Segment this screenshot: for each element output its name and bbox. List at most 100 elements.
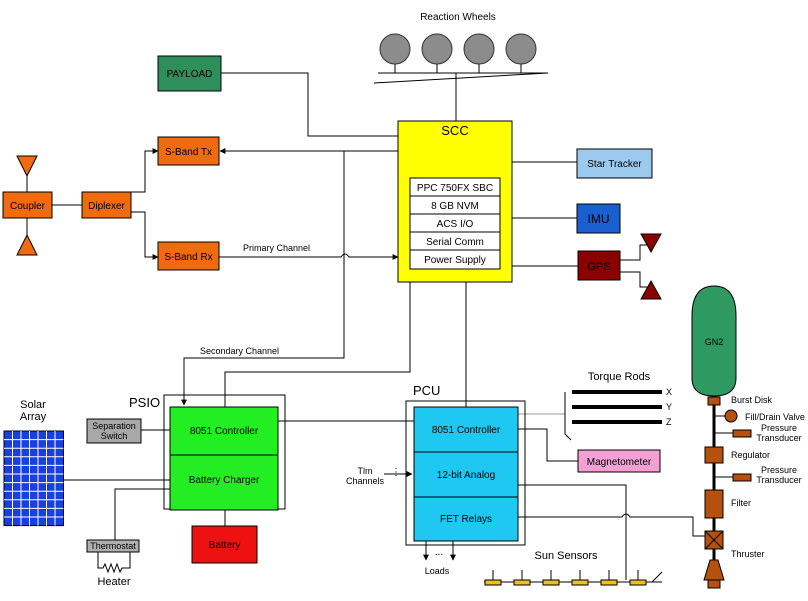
gps-antenna-icon: [640, 233, 662, 254]
svg-text:Coupler: Coupler: [10, 201, 46, 212]
pcu-label: PCU: [413, 383, 440, 398]
sun-sensors-label: Sun Sensors: [535, 550, 598, 562]
torque-rod-bracket: [564, 392, 572, 441]
propulsion-system: GN2 Burst Disk Fill/Drain Valve Pressure…: [691, 285, 805, 589]
svg-text:Regulator: Regulator: [731, 450, 770, 460]
filter: [704, 489, 724, 519]
sun-sensor: [484, 570, 502, 586]
connection-lines: [26, 72, 705, 583]
antenna-icon: [16, 233, 38, 256]
svg-text:S-Band Tx: S-Band Tx: [165, 147, 212, 158]
svg-text:Burst Disk: Burst Disk: [731, 395, 773, 405]
gps-box[interactable]: GPS: [577, 250, 621, 281]
star-tracker-box[interactable]: Star Tracker: [576, 148, 653, 179]
psio-battery-charger: Battery Charger: [189, 475, 260, 486]
tlm-ellipsis: ⋮: [391, 467, 401, 478]
pcu-fet-relays: FET Relays: [440, 514, 492, 525]
sun-sensor: [600, 570, 618, 586]
svg-text:Magnetometer: Magnetometer: [587, 457, 652, 468]
svg-text:Z: Z: [666, 417, 672, 427]
psio-controller: 8051 Controller: [190, 426, 259, 437]
scc-module: Power Supply: [424, 255, 486, 266]
torque-rod-z: [572, 420, 662, 424]
svg-text:IMU: IMU: [588, 212, 610, 226]
sband-tx-box[interactable]: S-Band Tx: [157, 136, 220, 166]
pcu-frame: [405, 400, 526, 546]
heater-resistor: [97, 552, 131, 574]
reaction-wheel: [505, 33, 537, 65]
scc-module: 8 GB NVM: [431, 201, 479, 212]
sun-sensors: [484, 570, 647, 586]
fill-drain-valve: [724, 409, 738, 423]
pcu-controller: 8051 Controller: [432, 425, 501, 436]
gn2-tank: [691, 285, 737, 397]
sun-sensor: [513, 570, 531, 586]
pressure-transducer: [732, 429, 752, 438]
svg-text:Thruster: Thruster: [731, 549, 765, 559]
battery-box[interactable]: Battery: [191, 525, 258, 564]
svg-text:Diplexer: Diplexer: [88, 201, 125, 212]
scc-module: Serial Comm: [426, 237, 484, 248]
solar-array-label: Solar: [20, 399, 46, 411]
regulator: [704, 446, 724, 464]
loads-label: Loads: [425, 566, 450, 576]
reaction-wheels-label: Reaction Wheels: [420, 12, 496, 23]
svg-text:Fill/Drain Valve: Fill/Drain Valve: [745, 412, 805, 422]
gn2-tank-label: GN2: [705, 337, 724, 347]
heater-label: Heater: [97, 576, 130, 588]
sband-rx-box[interactable]: S-Band Rx: [157, 241, 220, 271]
coupler-box[interactable]: Coupler: [2, 191, 53, 219]
sun-sensor: [542, 570, 560, 586]
torque-rods: X Y Z: [572, 387, 672, 427]
primary-channel-label: Primary Channel: [243, 243, 310, 253]
thruster-nozzle: [703, 559, 725, 581]
scc-module: ACS I/O: [437, 219, 474, 230]
antenna-icon: [16, 155, 38, 178]
svg-text:Y: Y: [666, 402, 672, 412]
sun-sensor: [629, 570, 647, 586]
svg-text:GPS: GPS: [587, 261, 610, 273]
burst-disk: [707, 396, 721, 406]
psio-box[interactable]: 8051 Controller Battery Charger: [169, 406, 279, 511]
svg-text:Pressure: Pressure: [761, 423, 797, 433]
pcu-box[interactable]: 8051 Controller 12-bit Analog FET Relays: [413, 406, 519, 542]
svg-text:Transducer: Transducer: [756, 475, 801, 485]
magnetometer-box[interactable]: Magnetometer: [577, 449, 661, 473]
separation-switch-box[interactable]: Separation Switch: [86, 418, 142, 444]
svg-text:Channels: Channels: [346, 476, 385, 486]
gps-antenna-icon: [640, 279, 662, 300]
reaction-wheels: Reaction Wheels: [379, 12, 537, 73]
scc-label: SCC: [441, 123, 468, 138]
svg-text:Switch: Switch: [101, 431, 128, 441]
torque-rods-label: Torque Rods: [588, 371, 651, 383]
scc-module: PPC 750FX SBC: [417, 183, 493, 194]
scc-box[interactable]: SCC PPC 750FX SBC 8 GB NVM ACS I/O Seria…: [397, 120, 513, 283]
psio-label: PSIO: [129, 395, 160, 410]
svg-text:Battery: Battery: [209, 540, 241, 551]
tlm-channels-label: Tlm: [358, 466, 373, 476]
sun-sensor: [571, 570, 589, 586]
reaction-wheel: [379, 33, 411, 65]
svg-text:X: X: [666, 387, 672, 397]
imu-box[interactable]: IMU: [576, 203, 621, 234]
torque-rod-y: [572, 405, 662, 409]
diplexer-box[interactable]: Diplexer: [81, 191, 132, 219]
svg-text:S-Band Rx: S-Band Rx: [164, 252, 212, 263]
pressure-transducer: [732, 473, 752, 482]
reaction-wheel: [421, 33, 453, 65]
payload-box[interactable]: PAYLOAD: [157, 55, 222, 92]
svg-text:PAYLOAD: PAYLOAD: [167, 69, 213, 80]
svg-text:Filter: Filter: [731, 498, 751, 508]
reaction-wheel-bar: [373, 72, 549, 84]
torque-rod-x: [572, 390, 662, 394]
svg-text:Pressure: Pressure: [761, 465, 797, 475]
svg-text:Thermostat: Thermostat: [90, 541, 136, 551]
thermostat-box[interactable]: Thermostat: [86, 539, 140, 553]
solar-array: [3, 430, 64, 527]
svg-text:Star Tracker: Star Tracker: [587, 159, 642, 170]
svg-text:Array: Array: [20, 411, 47, 423]
svg-text:Transducer: Transducer: [756, 433, 801, 443]
secondary-channel-label: Secondary Channel: [200, 346, 279, 356]
loads-ellipsis: ...: [435, 547, 443, 558]
